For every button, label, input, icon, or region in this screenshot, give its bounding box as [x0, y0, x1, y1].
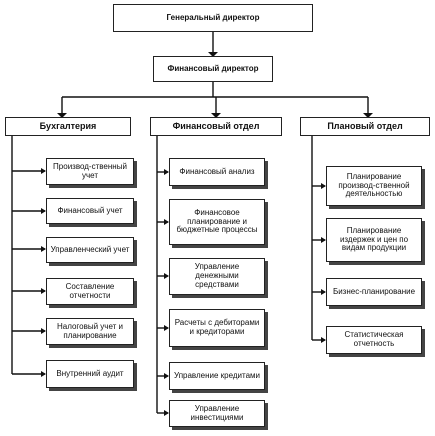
item-label: Управление кредитами: [173, 370, 261, 380]
financial-director-box: Финансовый директор: [153, 56, 273, 82]
item-label: Налоговый учет и планирование: [56, 321, 124, 340]
item-label: Управление инвестициями: [190, 403, 244, 422]
department-finance: Финансовый отдел: [150, 117, 282, 136]
planning-item: Бизнес-планирование: [326, 278, 422, 306]
department-label: Плановый отдел: [327, 121, 403, 132]
item-label: Производ-ственный учет: [53, 161, 127, 180]
department-accounting: Бухгалтерия: [5, 117, 131, 136]
finance-item: Финансовый анализ: [169, 158, 265, 186]
accounting-item: Финансовый учет: [46, 198, 134, 224]
item-label: Статистическая отчетность: [344, 330, 404, 348]
item-label: Финансовый учет: [57, 205, 123, 215]
item-label: Бизнес-планирование: [332, 286, 416, 296]
finance-item: Управление кредитами: [169, 362, 265, 390]
item-label: Управление денежными средствами: [194, 262, 240, 289]
department-planning: Плановый отдел: [300, 117, 430, 136]
general-director-label: Генеральный директор: [166, 12, 260, 22]
planning-item: Планирование издержек и цен по видам про…: [326, 218, 422, 262]
financial-director-label: Финансовый директор: [167, 63, 259, 73]
item-label: Финансовый анализ: [179, 166, 255, 176]
finance-item: Управление денежными средствами: [169, 258, 265, 295]
department-label: Бухгалтерия: [39, 121, 97, 132]
planning-item: Статистическая отчетность: [326, 326, 422, 354]
accounting-item: Составление отчетности: [46, 278, 134, 305]
general-director-box: Генеральный директор: [113, 4, 313, 32]
accounting-item: Налоговый учет и планирование: [46, 318, 134, 345]
item-label: Финансовое планирование и бюджетные проц…: [176, 207, 258, 235]
finance-item: Финансовое планирование и бюджетные проц…: [169, 199, 265, 245]
finance-item: Управление инвестициями: [169, 400, 265, 427]
planning-item: Планирование производ-ственной деятельно…: [326, 166, 422, 206]
item-label: Расчеты с дебиторами и кредиторами: [174, 318, 260, 336]
accounting-item: Внутренний аудит: [46, 360, 134, 388]
finance-item: Расчеты с дебиторами и кредиторами: [169, 309, 265, 347]
item-label: Планирование издержек и цен по видам про…: [339, 225, 409, 253]
department-label: Финансовый отдел: [172, 121, 260, 132]
item-label: Планирование производ-ственной деятельно…: [338, 171, 410, 199]
accounting-item: Управленческий учет: [46, 237, 134, 263]
item-label: Внутренний аудит: [56, 368, 124, 378]
accounting-item: Производ-ственный учет: [46, 158, 134, 185]
item-label: Управленческий учет: [50, 244, 130, 254]
item-label: Составление отчетности: [65, 281, 115, 300]
